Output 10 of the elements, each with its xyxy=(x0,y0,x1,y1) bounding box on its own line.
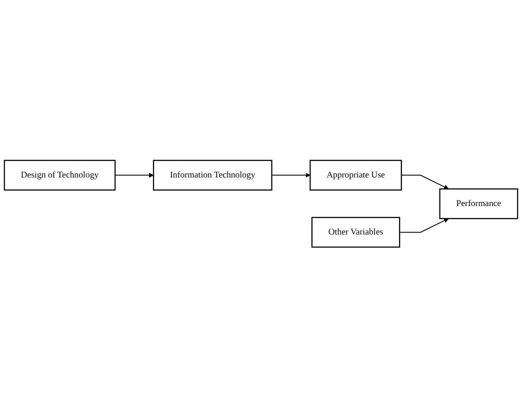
node-box xyxy=(311,217,400,248)
arrow xyxy=(114,173,154,178)
node-box xyxy=(152,160,272,191)
node-box xyxy=(439,188,518,220)
arrow xyxy=(271,173,310,178)
node-box xyxy=(4,160,116,191)
node-box xyxy=(310,160,402,191)
flowchart-drawing: Design of Technology Information Technology Appropriate Use Other Variables Performance xyxy=(0,156,522,252)
arrow xyxy=(400,175,449,190)
arrow xyxy=(399,218,449,233)
